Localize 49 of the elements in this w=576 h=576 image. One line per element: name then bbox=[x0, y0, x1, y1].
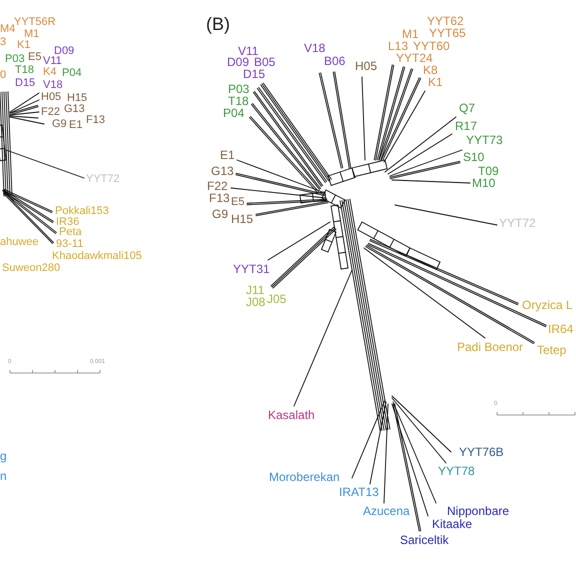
taxon-label: Peta bbox=[59, 227, 82, 238]
taxon-label: G9 bbox=[212, 208, 228, 220]
taxon-label: YYT72 bbox=[86, 174, 120, 185]
taxon-label: YYT65 bbox=[429, 27, 466, 39]
taxon-label: 0 bbox=[0, 70, 6, 81]
taxon-label: M1 bbox=[402, 28, 419, 40]
taxon-label: YYT24 bbox=[396, 52, 433, 64]
taxon-label: Sariceltik bbox=[400, 534, 449, 546]
taxon-label: YYT60 bbox=[413, 40, 450, 52]
taxon-label: H15 bbox=[67, 93, 88, 104]
taxon-label: Pokkali153 bbox=[55, 206, 109, 217]
taxon-label: V11 bbox=[43, 56, 62, 67]
taxon-label: 93-11 bbox=[56, 239, 84, 250]
taxon-label: D09 bbox=[227, 56, 250, 68]
taxon-label: E1 bbox=[69, 120, 82, 131]
taxon-label: G13 bbox=[211, 165, 234, 177]
taxon-label: F13 bbox=[86, 115, 105, 126]
taxon-label: K4 bbox=[43, 67, 56, 78]
taxon-label: E5 bbox=[28, 52, 42, 63]
taxon-label: IR36 bbox=[56, 217, 80, 228]
taxon-label: T18 bbox=[15, 65, 34, 76]
taxon-label: YYT62 bbox=[427, 15, 464, 27]
taxon-label: n bbox=[0, 470, 7, 482]
taxon-label: G9 bbox=[52, 119, 67, 130]
taxon-label: F22 bbox=[207, 180, 228, 192]
taxon-label: IR64 bbox=[548, 323, 574, 335]
taxon-label: V11 bbox=[238, 45, 258, 57]
taxon-label: F13 bbox=[209, 192, 230, 204]
taxon-label: D09 bbox=[54, 46, 74, 57]
taxon-label: V18 bbox=[304, 42, 326, 54]
taxon-label: B06 bbox=[324, 55, 346, 67]
taxon-label: P03 bbox=[5, 54, 25, 65]
taxon-label: ahuwee bbox=[0, 237, 39, 248]
taxon-label: D15 bbox=[15, 78, 36, 89]
taxon-label: 3 bbox=[0, 37, 6, 48]
taxon-label: YYT56R bbox=[14, 17, 56, 28]
taxon-label: K1 bbox=[17, 40, 30, 51]
taxon-label: F22 bbox=[41, 107, 60, 118]
taxon-label: P04 bbox=[62, 68, 82, 79]
taxon-label: g bbox=[0, 450, 7, 462]
taxon-label: M1 bbox=[24, 29, 40, 40]
taxon-label: M4 bbox=[0, 24, 16, 35]
taxon-label: H05 bbox=[41, 92, 62, 103]
taxon-label: Khaodawkmali105 bbox=[52, 251, 142, 262]
taxon-label: L13 bbox=[388, 40, 408, 52]
taxon-label: Suweon280 bbox=[2, 263, 60, 274]
panel-label: (B) bbox=[206, 15, 230, 33]
taxon-label: G13 bbox=[64, 104, 85, 115]
taxon-label: V18 bbox=[43, 80, 63, 91]
